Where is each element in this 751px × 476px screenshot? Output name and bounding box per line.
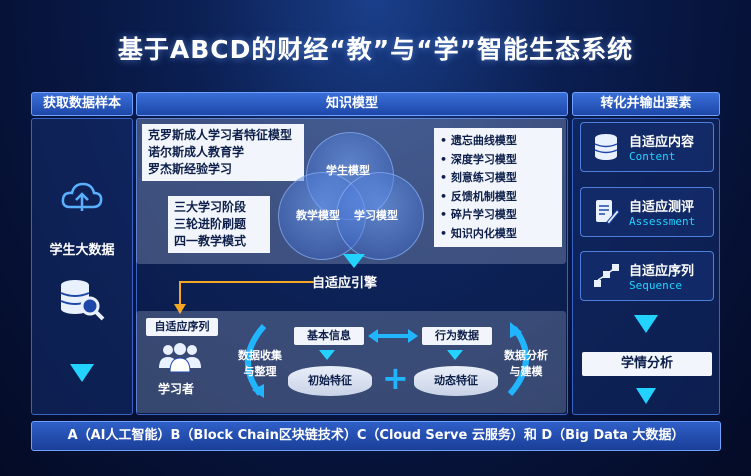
left-down-arrow-icon [70, 364, 94, 382]
adaptive-sequence-card: 自适应序列 Sequence [580, 251, 714, 301]
collect-curve-arrow [245, 324, 267, 398]
analysis-label: 数据分析 与建模 [504, 348, 548, 380]
basic-info-down-arrow-icon [319, 350, 335, 360]
card-title: 自适应测评 [629, 200, 695, 215]
learning-model-label: 学习模型 [354, 209, 398, 222]
cloud-upload-icon [61, 182, 103, 211]
model-item: 遗忘曲线模型 [440, 132, 556, 151]
analysis-line: 与建模 [509, 365, 543, 378]
student-big-data-label: 学生大数据 [49, 243, 115, 258]
initial-feature-cylinder: 初始特征 [288, 366, 372, 396]
card-subtitle: Assessment [629, 215, 696, 228]
theory-item: 诺尔斯成人教育学 [148, 145, 245, 159]
model-item: 刻意练习模型 [440, 169, 556, 188]
engine-to-sequence-connector [174, 281, 314, 314]
adaptive-engine-label: 自适应引擎 [312, 276, 378, 291]
engine-down-arrow-icon [343, 254, 365, 268]
behavior-data-box: 行为数据 [422, 327, 492, 345]
bidirectional-arrow [368, 329, 418, 343]
right-header: 转化并输出要素 [572, 92, 720, 116]
model-item: 知识内化模型 [440, 225, 556, 244]
learning-model-list: 遗忘曲线模型 深度学习模型 刻意练习模型 反馈机制模型 碎片学习模型 知识内化模… [434, 128, 562, 247]
theory-item: 克罗斯成人学习者特征模型 [148, 128, 293, 142]
adaptive-content-card: 自适应内容 Content [580, 122, 714, 172]
network-icon [594, 264, 619, 287]
model-item: 深度学习模型 [440, 151, 556, 170]
database-search-icon [60, 280, 105, 321]
theory-item: 罗杰斯经验学习 [148, 162, 233, 176]
learning-model-circle [336, 172, 424, 260]
model-item: 反馈机制模型 [440, 188, 556, 207]
student-model-label: 学生模型 [326, 164, 370, 177]
left-panel: 学生大数据 [31, 118, 133, 415]
stage-item: 三轮进阶刷题 [174, 217, 247, 231]
model-item: 碎片学习模型 [440, 206, 556, 225]
basic-info-box: 基本信息 [294, 327, 364, 345]
right-down-arrow-icon [634, 315, 658, 333]
center-header: 知识模型 [136, 92, 568, 116]
plus-sign: + [382, 359, 409, 397]
analysis-down-arrow-icon [636, 388, 656, 404]
learners-icon [159, 343, 201, 373]
database-icon [594, 134, 618, 160]
page-title: 基于ABCD的财经“教”与“学”智能生态系统 [117, 35, 634, 64]
analysis-line: 数据分析 [504, 349, 548, 362]
adaptive-sequence-label: 自适应序列 [146, 318, 218, 336]
card-subtitle: Content [629, 150, 676, 163]
adult-learner-theory-box: 克罗斯成人学习者特征模型 诺尔斯成人教育学 罗杰斯经验学习 [142, 124, 304, 181]
collect-line: 与整理 [243, 365, 277, 378]
behavior-down-arrow-icon [447, 350, 463, 360]
analysis-curve-arrow [507, 322, 530, 396]
card-title: 自适应内容 [629, 135, 695, 150]
stage-item: 三大学习阶段 [174, 200, 247, 214]
learning-analysis-box: 学情分析 [582, 352, 712, 376]
collect-line: 数据收集 [238, 349, 282, 362]
collect-label: 数据收集 与整理 [238, 348, 282, 380]
abcd-footer: A（AI人工智能）B（Block Chain区块链技术）C（Cloud Serv… [31, 421, 721, 451]
card-title: 自适应序列 [629, 264, 695, 279]
adaptive-assessment-card: 自适应测评 Assessment [580, 187, 714, 237]
left-header: 获取数据样本 [31, 92, 133, 116]
learning-stage-box: 三大学习阶段 三轮进阶刷题 四一教学模式 [168, 196, 270, 253]
stage-item: 四一教学模式 [174, 234, 247, 248]
teaching-model-label: 教学模型 [296, 209, 340, 222]
edit-document-icon [596, 200, 619, 225]
learner-label: 学习者 [158, 382, 195, 396]
card-subtitle: Sequence [629, 279, 682, 292]
dynamic-feature-cylinder: 动态特征 [414, 366, 498, 396]
